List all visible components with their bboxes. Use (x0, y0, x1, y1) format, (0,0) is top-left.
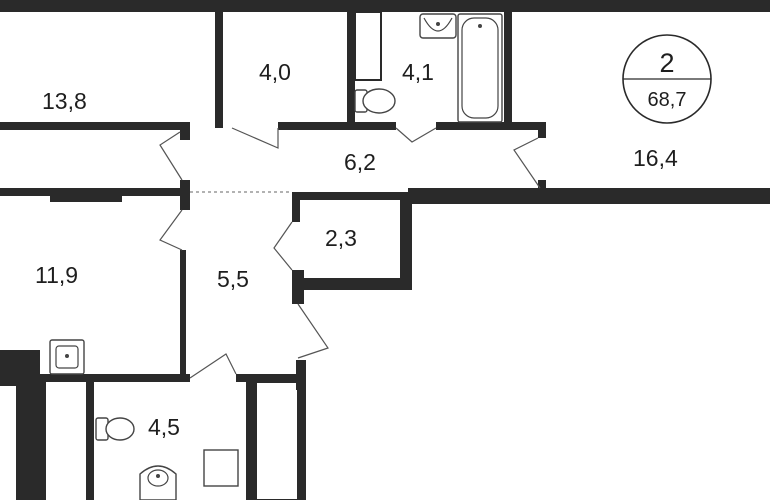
room-area-hall: 6,2 (344, 149, 376, 175)
sink-icon (49, 339, 85, 375)
room-area-corridor: 5,5 (217, 266, 249, 292)
room-area-storage: 4,0 (259, 59, 291, 85)
room-area-closet: 2,3 (325, 225, 357, 251)
fixtures (49, 13, 503, 500)
bathtub-icon (457, 13, 503, 123)
doors (159, 127, 541, 379)
room-labels: 13,8 4,0 4,1 16,4 6,2 2,3 11,9 5,5 4,5 (35, 59, 678, 440)
room-area-kitchen: 16,4 (633, 145, 678, 171)
washing-machine-icon (203, 449, 239, 487)
room-area-bathroom: 4,1 (402, 59, 434, 85)
sink-icon (139, 465, 177, 500)
room-area-bedroom: 11,9 (35, 262, 78, 288)
toilet-icon (95, 417, 135, 441)
room-area-wc: 4,5 (148, 414, 180, 440)
room-count: 2 (659, 48, 674, 78)
sink-icon (419, 13, 457, 39)
room-area-living: 13,8 (42, 88, 87, 114)
apartment-badge: 2 68,7 (622, 34, 712, 124)
toilet-icon (354, 88, 396, 114)
total-area: 68,7 (648, 89, 687, 111)
